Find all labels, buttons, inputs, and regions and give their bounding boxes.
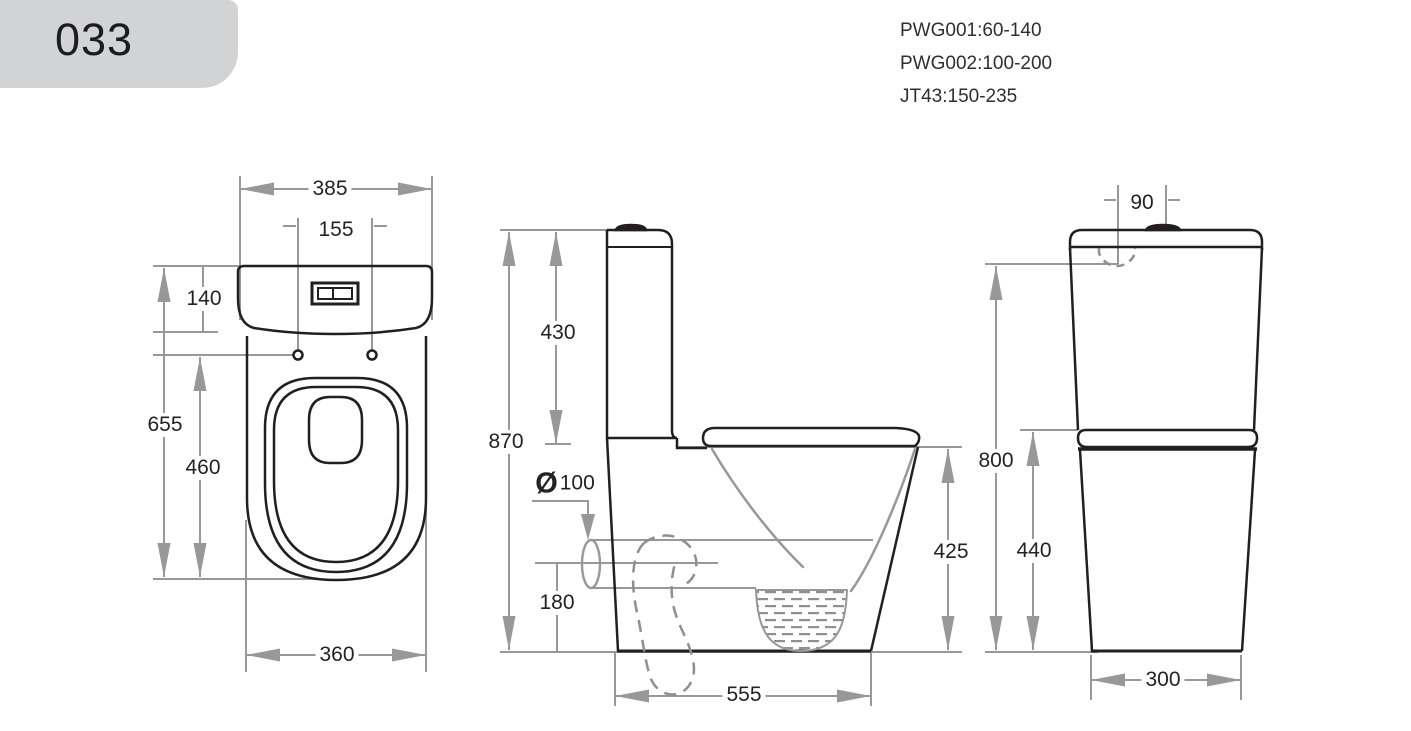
rear-cistern-right (1252, 247, 1264, 431)
side-view-interior (710, 447, 917, 652)
bowl-opening (307, 395, 364, 465)
flush-button-outer (310, 281, 360, 306)
seat-inner-ring (272, 385, 400, 564)
dim-rear-base-width: 300 (1141, 667, 1185, 693)
side-seat-outline (701, 426, 921, 448)
dimension-arrows (157, 182, 1241, 703)
dim-front-seat-height: 460 (181, 455, 225, 481)
rear-cistern-left (1068, 247, 1080, 431)
front-body-outline (245, 336, 428, 582)
dim-rear-inlet-offset: 90 (1126, 190, 1158, 216)
dim-side-base-depth: 555 (722, 682, 766, 708)
flush-button-inner (317, 287, 353, 300)
dim-front-overall-height: 655 (143, 412, 187, 438)
inlet-hole-dashed (1097, 248, 1137, 268)
hinge-hole-left (292, 349, 304, 361)
product-code: PWG001:60-140 (900, 20, 1042, 41)
bowl-interior-back (849, 447, 917, 593)
page-title: 033 (55, 14, 134, 65)
front-view-drawing (236, 264, 434, 582)
hinge-hole-right (366, 349, 378, 361)
title-box (0, 0, 238, 88)
seat-outer-ring (263, 376, 409, 574)
side-view-drawing (605, 223, 921, 653)
rear-view-drawing (1068, 223, 1264, 653)
trap-top-dashed (643, 534, 698, 588)
rear-body-left (1078, 449, 1094, 652)
trap-hidden-lines (631, 534, 698, 696)
dim-side-outlet-diameter: Ø 100 (531, 467, 599, 500)
side-pedestal-front (605, 437, 620, 652)
dim-side-cistern-to-pan: 430 (536, 320, 580, 346)
product-code: PWG002:100-200 (900, 53, 1053, 74)
rear-lid-button (1144, 223, 1182, 232)
bowl-interior-front (710, 447, 805, 569)
dim-rear-pan-height: 440 (1012, 538, 1056, 564)
front-cistern-outline (236, 264, 434, 336)
side-cistern-outline (605, 228, 707, 450)
side-bowl-back (869, 446, 920, 652)
diameter-symbol: Ø (535, 467, 558, 500)
dim-side-overall-height: 870 (484, 429, 528, 455)
water-pool (754, 589, 849, 652)
dim-front-overall-width: 385 (308, 176, 352, 202)
product-code-list: PWG001:60-140 PWG002:100-200 JT43:150-23… (900, 14, 1052, 113)
rear-seat-band (1076, 428, 1259, 449)
dim-front-cistern-height: 140 (182, 286, 226, 312)
rear-body-right (1240, 449, 1257, 652)
dim-front-hinge-spacing: 155 (314, 217, 358, 243)
diameter-value: 100 (559, 471, 595, 495)
side-lid-button (614, 223, 648, 232)
trap-outer-dashed (631, 542, 696, 696)
dim-front-base-width: 360 (315, 642, 359, 668)
product-code: JT43:150-235 (900, 86, 1018, 107)
dim-rear-inlet-height: 800 (974, 448, 1018, 474)
dim-side-outlet-height: 180 (535, 590, 579, 616)
dim-side-pan-height: 425 (929, 539, 973, 565)
